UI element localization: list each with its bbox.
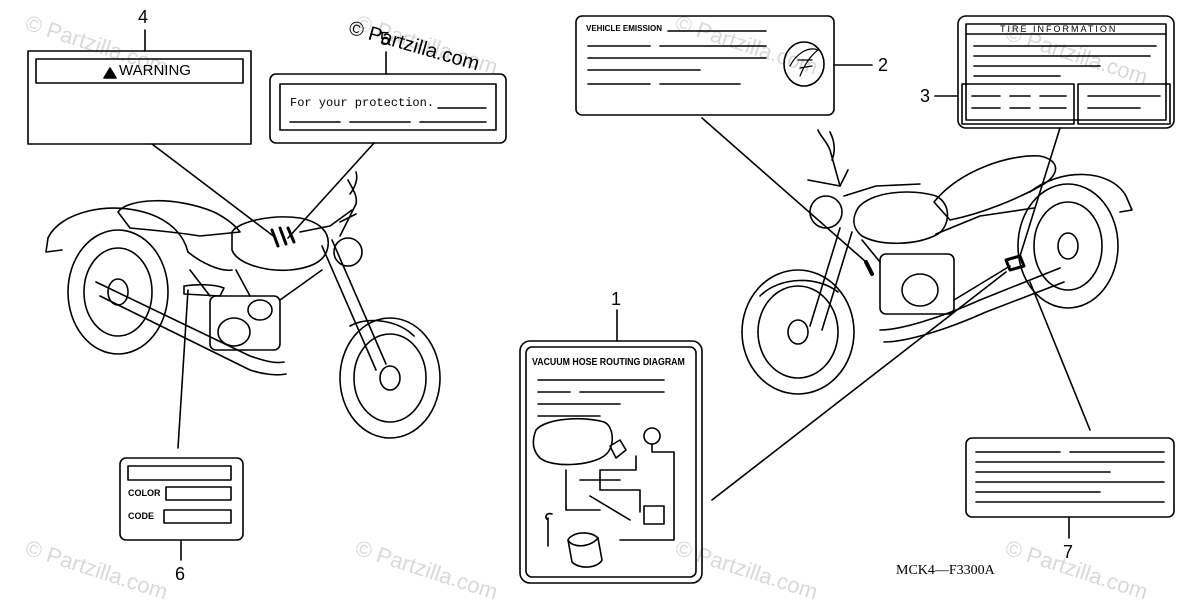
rear-tire (67, 229, 169, 355)
protection-text: For your protection. (290, 96, 435, 110)
warning-triangle-icon (103, 67, 117, 79)
right-motorcycle (741, 129, 1133, 395)
callout-6: 6 (175, 564, 186, 584)
pointer-vacuum (711, 271, 1007, 501)
exhaust-pipe (95, 281, 285, 364)
vehicle-emission-text: VEHICLE EMISSION (586, 24, 663, 33)
code-text: CODE (128, 511, 155, 521)
pointer-tire (1019, 127, 1061, 257)
rear-tire (1017, 183, 1119, 309)
exhaust-pipe (879, 267, 1061, 331)
engine (879, 253, 955, 315)
pointer-info (1029, 281, 1091, 431)
callout-4: 4 (138, 7, 149, 27)
callout-3: 3 (920, 86, 931, 106)
left-motorcycle (45, 171, 441, 439)
front-fork (809, 227, 853, 331)
protection-label-plate (269, 73, 507, 144)
warning-label-plate (27, 50, 252, 145)
engine (209, 295, 281, 351)
front-tire (339, 317, 441, 439)
front-fork (321, 239, 387, 371)
tire-information-plate (957, 15, 1175, 129)
callout-1: 1 (611, 289, 622, 309)
callout-7: 7 (1063, 542, 1074, 562)
diagram-code: MCK4—F3300A (896, 563, 995, 578)
headlight (333, 237, 363, 267)
headlight (809, 195, 843, 229)
vacuum-hose-title: VACUUM HOSE ROUTING DIAGRAM (532, 357, 685, 368)
color-text: COLOR (128, 488, 161, 498)
info-label-plate (965, 437, 1175, 518)
callout-2: 2 (878, 55, 889, 75)
wing-logo-icon (783, 41, 825, 87)
pointer-emission (701, 117, 867, 263)
callout-5: 5 (380, 29, 391, 49)
fuel-tank (231, 216, 329, 272)
vacuum-hose-label-plate (519, 340, 703, 584)
color-code-label-plate (119, 457, 244, 541)
pointer-warning (151, 143, 277, 239)
front-tire (741, 269, 855, 395)
warning-text: WARNING (119, 62, 191, 79)
pointer-color-code (177, 289, 189, 449)
fuel-tank (853, 191, 949, 245)
pointer-protection (287, 142, 375, 239)
tire-information-text: TIRE INFORMATION (1000, 24, 1118, 34)
